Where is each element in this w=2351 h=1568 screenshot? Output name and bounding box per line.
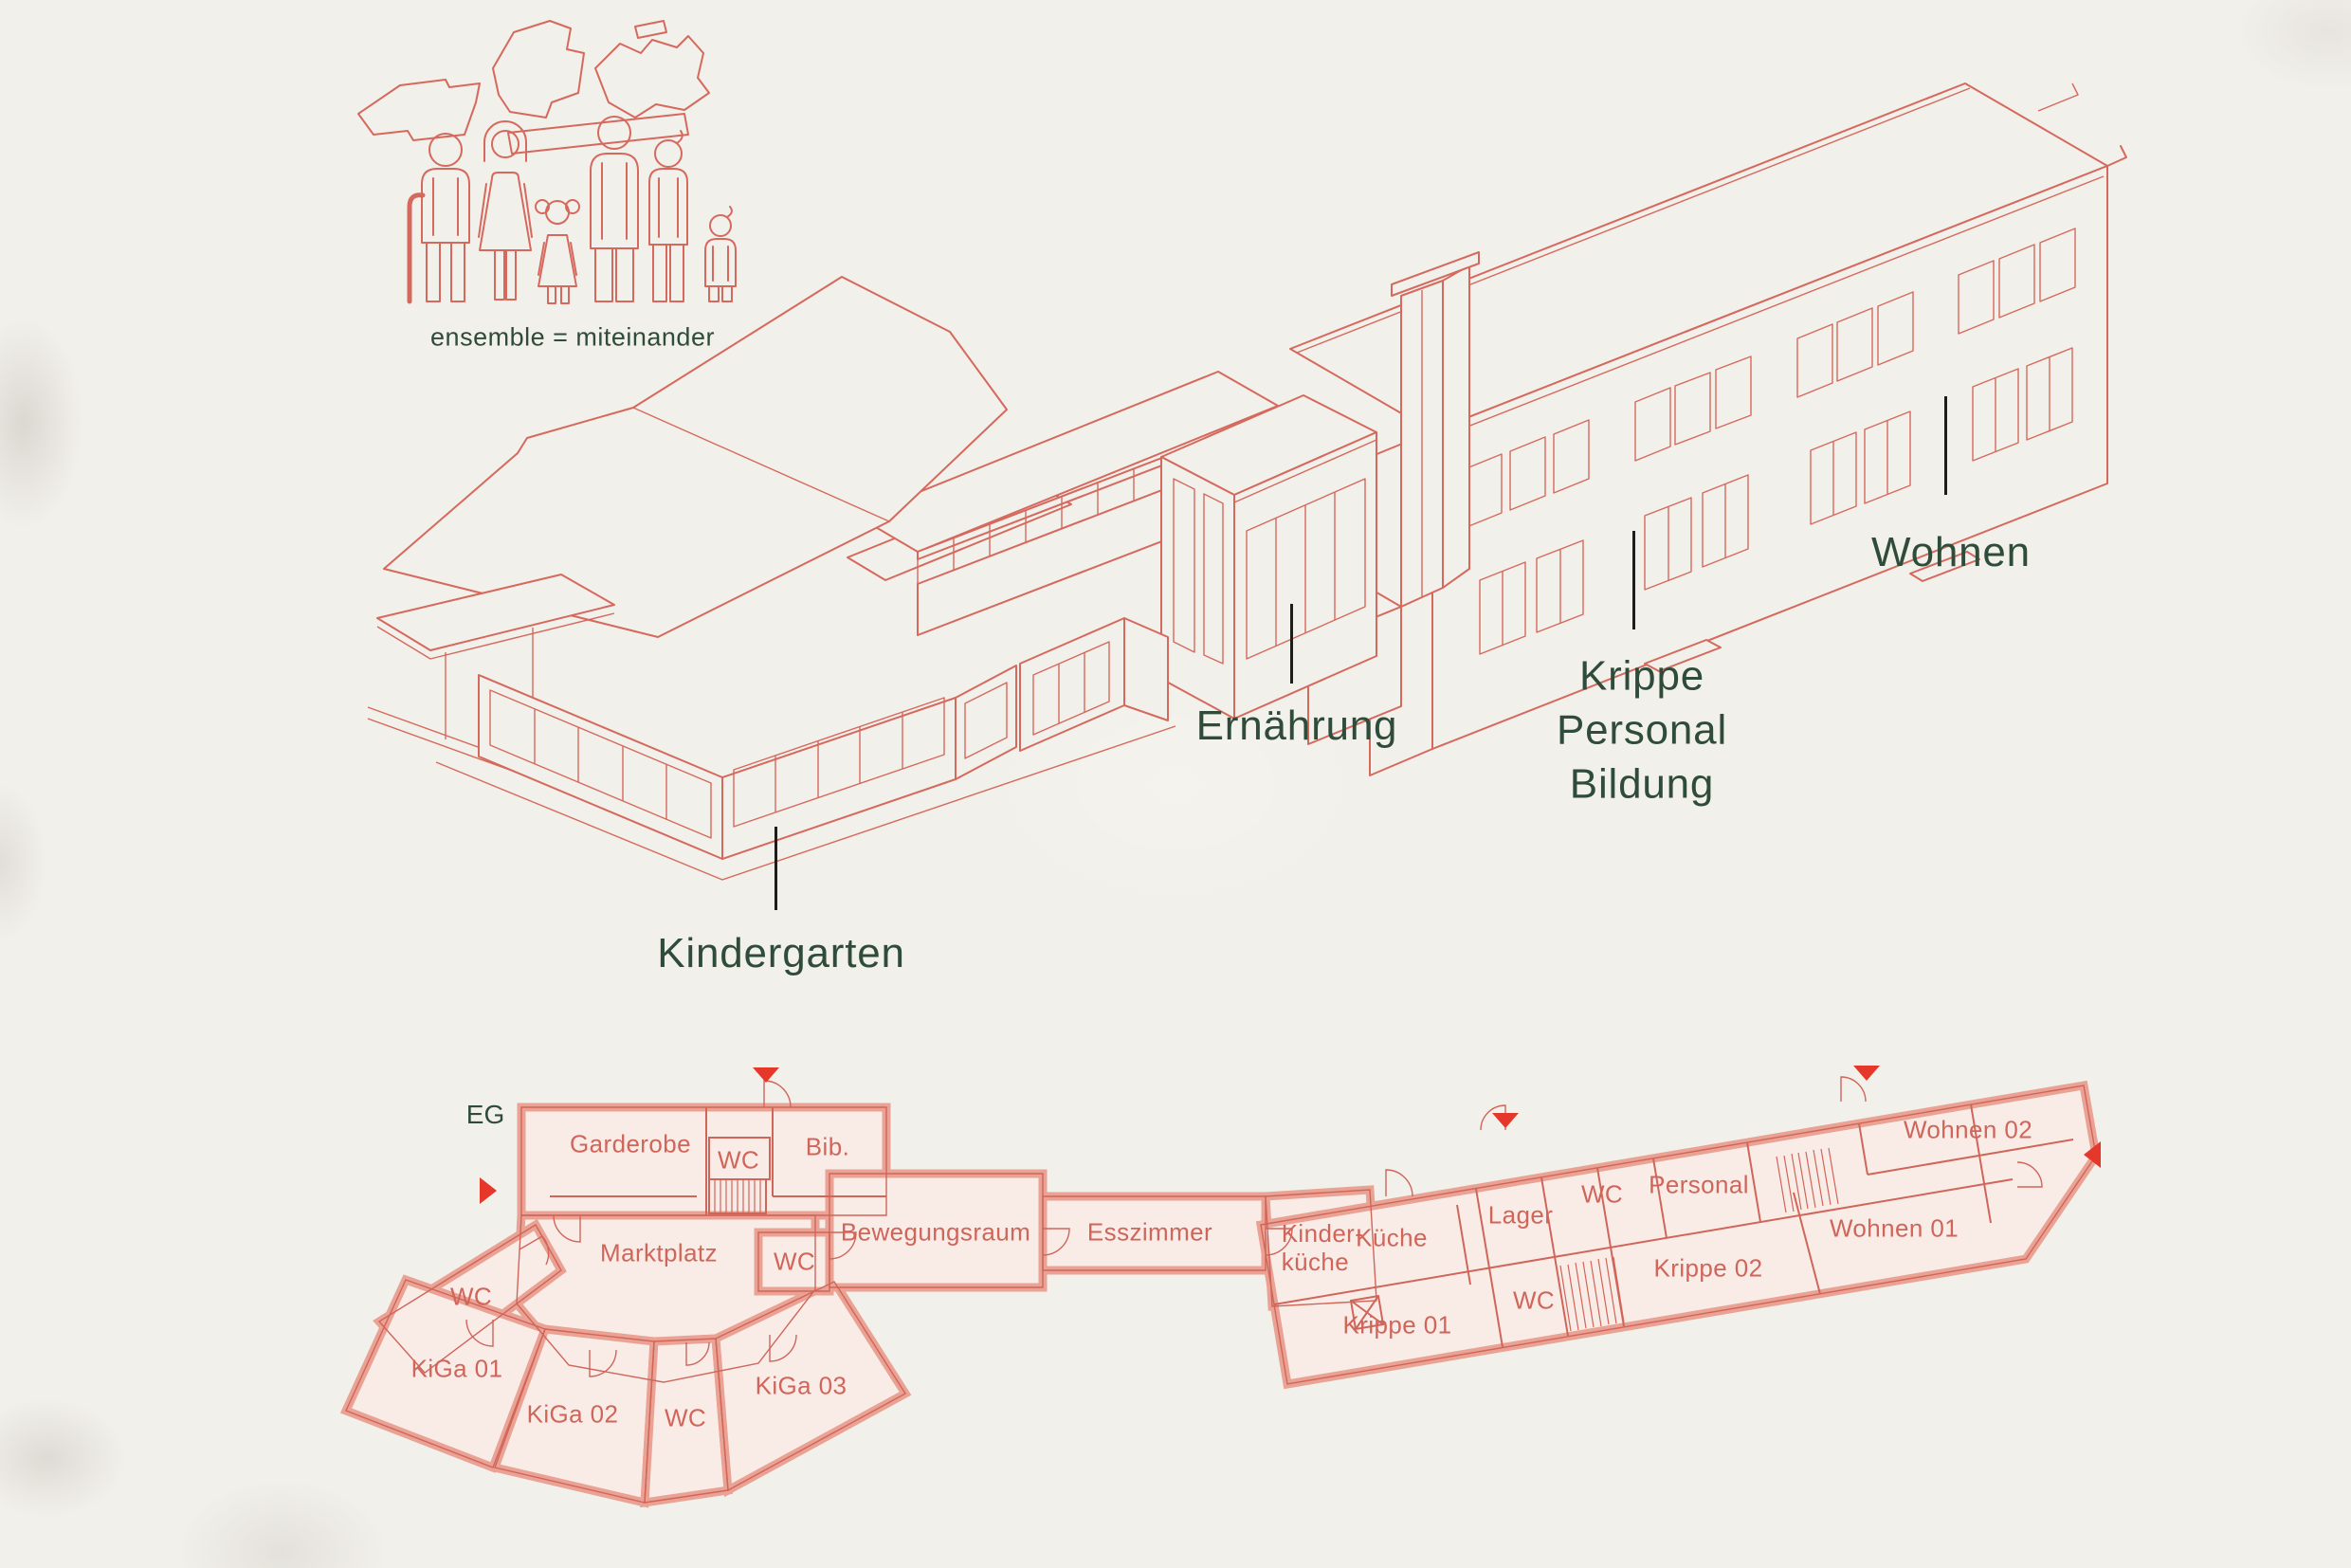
room-label-wc-garderobe: WC xyxy=(717,1145,760,1175)
leader-kindergarten xyxy=(775,827,777,910)
woman-figure xyxy=(478,120,533,301)
room-label-bewegungsraum: Bewegungsraum xyxy=(840,1217,1031,1247)
entrance-arrow-icon xyxy=(753,1067,779,1083)
room-label-kiga02: KiGa 02 xyxy=(526,1399,619,1429)
building-label-wohnen: Wohnen xyxy=(1871,529,2031,575)
kindergarten-building xyxy=(367,276,1176,881)
room-label-personal: Personal xyxy=(1649,1170,1749,1199)
stairs-garderobe xyxy=(714,1179,761,1213)
room-label-kiga01: KiGa 01 xyxy=(410,1354,503,1383)
entrance-arrow-icon xyxy=(1853,1066,1880,1081)
room-label-krippe02: Krippe 02 xyxy=(1653,1253,1763,1283)
room-label-kiga03: KiGa 03 xyxy=(755,1371,847,1400)
building-label-ernaehrung: Ernährung xyxy=(1195,702,1398,749)
entrance-arrow-icon xyxy=(480,1177,497,1204)
room-label-wohnen02: Wohnen 02 xyxy=(1903,1115,2033,1144)
room-label-wc-krippe: WC xyxy=(1512,1285,1556,1315)
lower-window-row xyxy=(1479,347,2073,655)
level-label-eg: EG xyxy=(465,1100,505,1129)
plan-partitions xyxy=(550,1103,2074,1348)
axonometric-drawing xyxy=(367,82,2127,881)
building-label-kindergarten: Kindergarten xyxy=(657,930,905,976)
room-label-bib: Bib. xyxy=(805,1132,850,1161)
entrance-arrow-icon xyxy=(2084,1141,2101,1168)
entrance-arrow-icon xyxy=(1492,1113,1519,1128)
room-label-wc-bewegung: WC xyxy=(773,1247,816,1276)
entrance-arrows xyxy=(480,1066,2101,1204)
boy-figure xyxy=(704,206,737,302)
entry-stoop xyxy=(1644,639,1722,672)
building-label-krippe-personal-bildung: Krippe Personal Bildung xyxy=(1557,649,1727,811)
label-line-bildung: Bildung xyxy=(1569,760,1715,808)
room-label-lager: Lager xyxy=(1487,1200,1554,1230)
plan-outlines xyxy=(345,1085,2097,1504)
room-label-wc-flur: WC xyxy=(449,1282,493,1311)
ernaehrung-building xyxy=(1160,394,1377,720)
grandfather-figure xyxy=(407,133,470,304)
room-label-garderobe: Garderobe xyxy=(570,1129,691,1158)
entry-pavilion xyxy=(1019,617,1169,752)
leader-wohnen xyxy=(1944,396,1947,495)
youth-figure xyxy=(648,130,688,302)
room-label-marktplatz: Marktplatz xyxy=(600,1238,718,1267)
room-label-kinderkueche: Kinder- küche xyxy=(1282,1219,1364,1276)
shaft-x-box xyxy=(1349,1294,1385,1331)
ensemble-pictogram xyxy=(357,20,737,304)
girl-figure xyxy=(535,199,580,304)
man-figure xyxy=(590,116,639,302)
label-line-personal: Personal xyxy=(1556,706,1728,754)
wohnen-building xyxy=(1262,82,2127,776)
room-label-kinderkueche-line2: küche xyxy=(1281,1248,1350,1276)
leader-ernaehrung xyxy=(1290,604,1293,684)
room-label-esszimmer: Esszimmer xyxy=(1086,1217,1213,1247)
entrance-canopy xyxy=(376,574,615,651)
entry-stoop xyxy=(1909,551,1980,582)
room-label-krippe01: Krippe 01 xyxy=(1342,1310,1452,1340)
floor-plan-drawing xyxy=(339,1066,2101,1508)
ensemble-caption: ensemble = miteinander xyxy=(430,322,715,352)
stairs-wohnen xyxy=(1776,1147,1839,1213)
chimney-tower xyxy=(1391,251,1480,608)
upper-window-row xyxy=(1466,228,2076,528)
label-line-krippe: Krippe xyxy=(1579,652,1704,700)
room-label-wc-kiga: WC xyxy=(664,1403,707,1432)
room-label-wc-personal: WC xyxy=(1580,1179,1624,1209)
stairs-krippe xyxy=(1559,1256,1625,1332)
room-label-wohnen01: Wohnen 01 xyxy=(1829,1213,1959,1243)
room-label-kinderkueche-line1: Kinder- xyxy=(1281,1219,1364,1248)
cane-icon xyxy=(407,192,426,304)
leader-krippe xyxy=(1632,531,1635,629)
room-label-kueche: Küche xyxy=(1356,1223,1428,1252)
